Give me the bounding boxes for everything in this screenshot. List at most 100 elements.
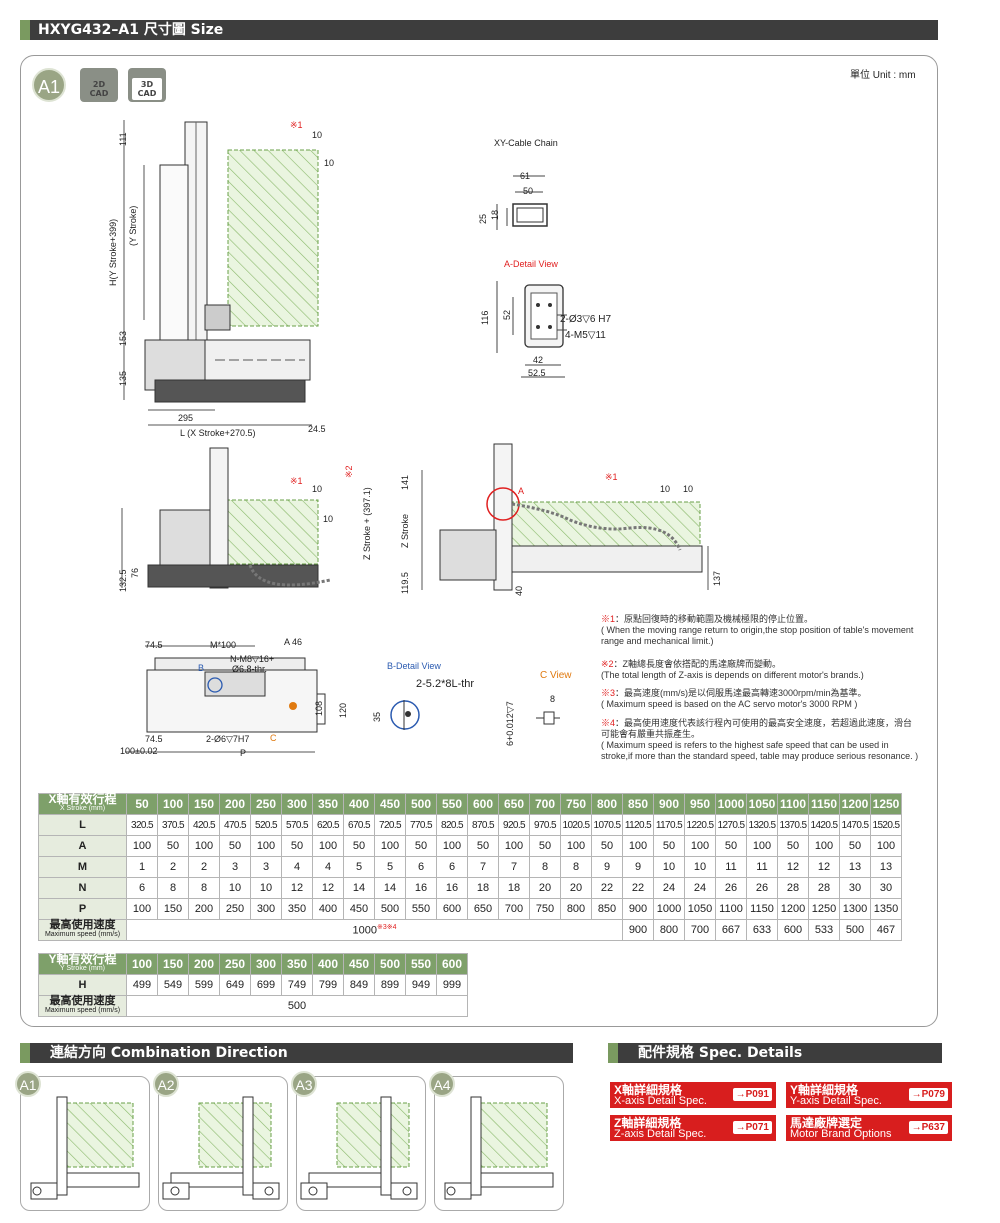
table-cell: 50 bbox=[653, 835, 685, 857]
table-cell: 30 bbox=[839, 877, 871, 899]
dimension-label: L (X Stroke+270.5) bbox=[180, 428, 256, 438]
dimension-label: 100±0.02 bbox=[120, 746, 158, 756]
table-cell: 50 bbox=[777, 835, 809, 857]
stroke-cell: 100 bbox=[157, 793, 189, 815]
table-cell: 770.5 bbox=[405, 814, 437, 836]
table-cell: 1070.5 bbox=[591, 814, 623, 836]
table-cell: 150 bbox=[157, 898, 189, 920]
table-cell: 7 bbox=[498, 856, 530, 878]
dimension-label: 52 bbox=[502, 309, 512, 320]
dimension-label: 153 bbox=[118, 330, 128, 346]
combination-badge: A2 bbox=[153, 1071, 179, 1097]
table-cell: 22 bbox=[591, 877, 623, 899]
hole-spec-label: 2-Ø3▽6 H7 bbox=[560, 314, 612, 325]
dimension-label: 10 bbox=[324, 158, 335, 168]
table-cell: 1120.5 bbox=[622, 814, 654, 836]
stroke-cell: 950 bbox=[684, 793, 716, 815]
table-cell: 100 bbox=[498, 835, 530, 857]
table-cell: 550 bbox=[405, 898, 437, 920]
combination-option-a2[interactable]: A2 bbox=[153, 1071, 288, 1211]
table-cell: 100 bbox=[560, 835, 592, 857]
table-cell: 50 bbox=[467, 835, 499, 857]
table-cell: 12 bbox=[777, 856, 809, 878]
table-cell: 11 bbox=[746, 856, 778, 878]
combination-option-a3[interactable]: A3 bbox=[291, 1071, 426, 1211]
combination-option-a4[interactable]: A4 bbox=[429, 1071, 564, 1211]
table-cell: 3 bbox=[250, 856, 282, 878]
table-cell: 600 bbox=[777, 919, 809, 941]
note-mark: ※1 bbox=[605, 472, 618, 482]
combination-title: 連結方向 Combination Direction bbox=[50, 1045, 288, 1061]
row-label: N bbox=[38, 877, 127, 899]
stroke-cell: 250 bbox=[250, 793, 282, 815]
dimension-label: 8 bbox=[550, 694, 556, 704]
note-mark: ※1 bbox=[290, 476, 303, 486]
table-cell: 320.5 bbox=[126, 814, 158, 836]
drawing-z-view bbox=[421, 443, 709, 591]
note-mark: ※2 bbox=[344, 465, 354, 478]
table-cell: 200 bbox=[188, 898, 220, 920]
note-item: ※4：最高使用速度代表該行程內可使用的最高安全速度，若超過此速度，滑台可能會有嚴… bbox=[601, 718, 919, 761]
dimension-label: (Y Stroke) bbox=[128, 205, 138, 246]
table-cell: 30 bbox=[870, 877, 902, 899]
note-item: ※2：Z軸總長度會依搭配的馬達廠牌而變動。 (The total length … bbox=[601, 659, 864, 680]
table-cell: 849 bbox=[343, 974, 375, 996]
combination-badge: A4 bbox=[429, 1071, 455, 1097]
stroke-cell: 600 bbox=[436, 953, 468, 975]
table-cell: 8 bbox=[188, 877, 220, 899]
table-cell: 6 bbox=[405, 856, 437, 878]
dimension-label: 10 bbox=[312, 130, 323, 140]
table-cell: 50 bbox=[591, 835, 623, 857]
stroke-cell: 900 bbox=[653, 793, 685, 815]
table-cell: 6 bbox=[126, 877, 158, 899]
table-cell: 250 bbox=[219, 898, 251, 920]
table-cell: 633 bbox=[746, 919, 778, 941]
drawing-top-view bbox=[125, 645, 326, 753]
table-cell: 1050 bbox=[684, 898, 716, 920]
dimension-label: 25 bbox=[478, 213, 488, 224]
table-cell: 16 bbox=[436, 877, 468, 899]
hole-spec-label: 2-Ø6▽7H7 bbox=[206, 734, 250, 744]
table-cell: 820.5 bbox=[436, 814, 468, 836]
table-cell: 26 bbox=[715, 877, 747, 899]
c-view-title: C View bbox=[540, 670, 572, 681]
stroke-cell: 450 bbox=[374, 793, 406, 815]
cad-2d-download-button[interactable]: 2D CAD bbox=[80, 68, 118, 102]
table-cell: 10 bbox=[250, 877, 282, 899]
speed-main-cell: 1000※3※4 bbox=[126, 919, 623, 941]
table-cell: 12 bbox=[312, 877, 344, 899]
thread-spec-label: 2-5.2*8L-thr bbox=[416, 678, 475, 690]
table-cell: 11 bbox=[715, 856, 747, 878]
table-cell: 1420.5 bbox=[808, 814, 840, 836]
page-ref: →P079 bbox=[908, 1088, 948, 1101]
table-cell: 450 bbox=[343, 898, 375, 920]
table-cell: 4 bbox=[281, 856, 313, 878]
table-cell: 1 bbox=[126, 856, 158, 878]
table-cell: 13 bbox=[839, 856, 871, 878]
table-cell: 920.5 bbox=[498, 814, 530, 836]
dimension-label: 52.5 bbox=[528, 368, 546, 378]
stroke-cell: 150 bbox=[188, 793, 220, 815]
row-label: P bbox=[38, 898, 127, 920]
table-cell: 100 bbox=[250, 835, 282, 857]
stroke-cell: 1150 bbox=[808, 793, 840, 815]
dimension-label: 40 bbox=[514, 585, 524, 596]
header-accent bbox=[608, 1043, 618, 1063]
dimension-label: 50 bbox=[523, 186, 534, 196]
dimension-label: 76 bbox=[130, 567, 140, 578]
page-title: HXYG432–A1 尺寸圖 Size bbox=[38, 22, 224, 38]
combination-option-a1[interactable]: A1 bbox=[15, 1071, 150, 1211]
stroke-cell: 300 bbox=[250, 953, 282, 975]
stroke-cell: 200 bbox=[219, 793, 251, 815]
detail-marker-c: C bbox=[270, 733, 277, 743]
cad-3d-download-button[interactable]: 3D CAD bbox=[128, 68, 166, 102]
table-cell: 100 bbox=[870, 835, 902, 857]
